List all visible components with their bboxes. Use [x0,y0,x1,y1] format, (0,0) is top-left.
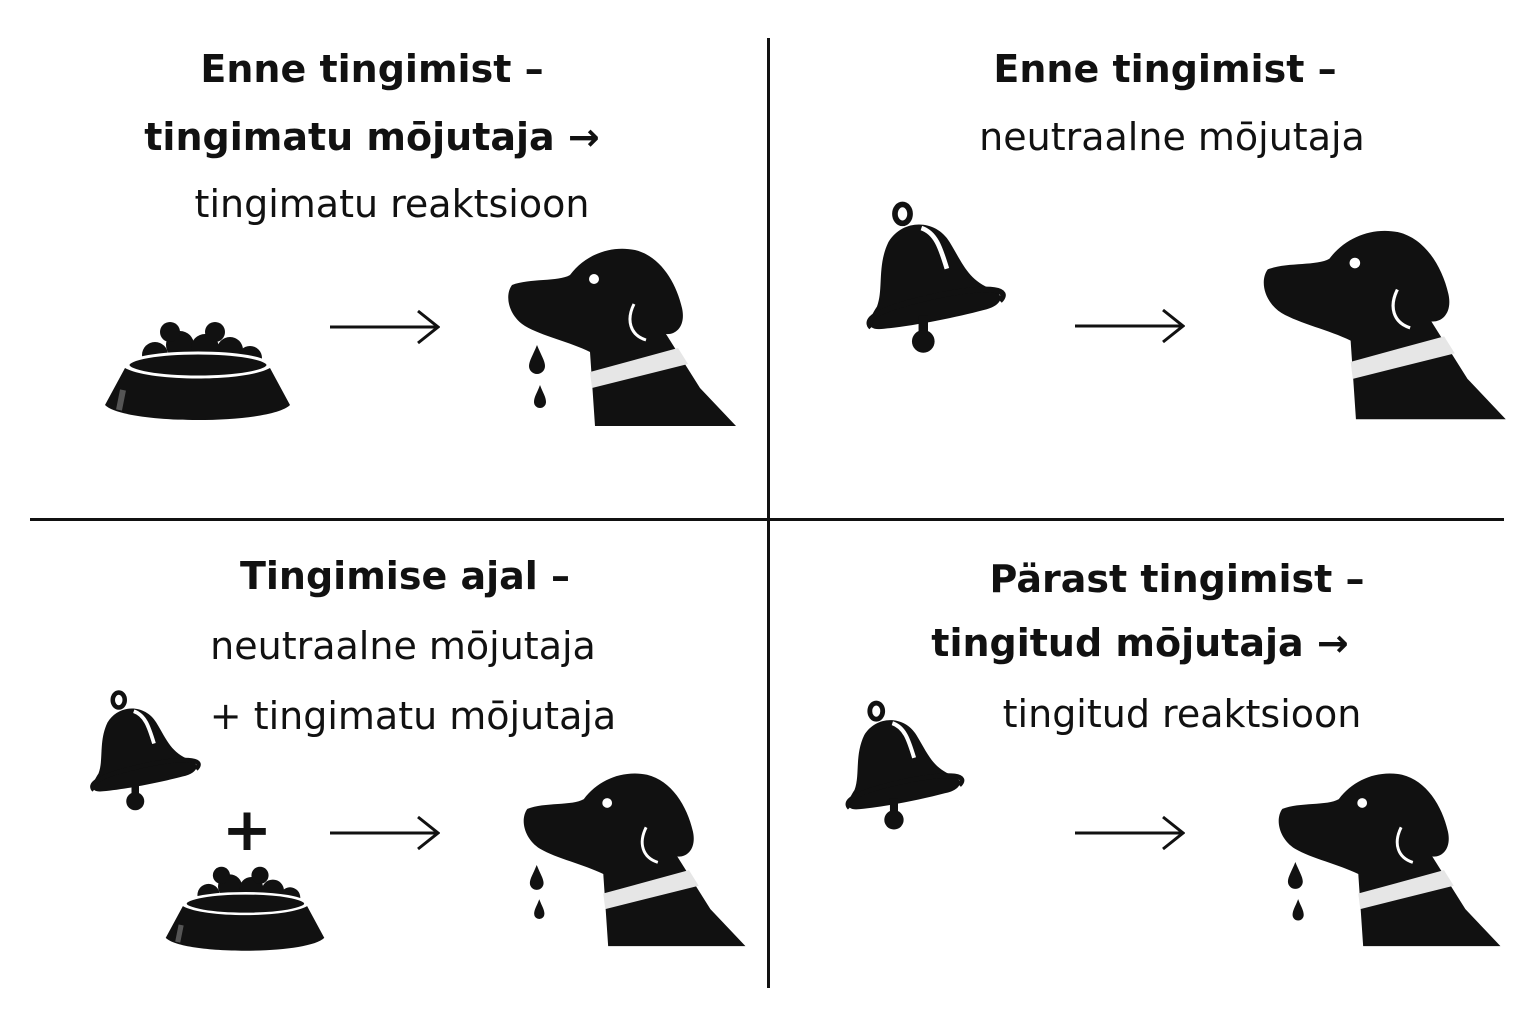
panel-line: tingimatu reaktsioon [194,182,590,226]
panel-title: Enne tingimist – [993,47,1337,91]
panel-title: Pärast tingimist – [989,557,1365,601]
food-bowl-icon [105,320,290,425]
panel-line: + tingimatu mōjutaja [209,694,617,738]
arrow-right-icon [330,813,440,853]
horizontal-divider [30,518,1504,521]
panel-line: tingitud reaktsioon [1002,692,1362,736]
arrow-right-icon [330,307,440,347]
arrow-right-icon [1075,813,1185,853]
arrow-right-icon [1075,306,1185,346]
drool-drops-icon [526,865,556,925]
panel-line: neutraalne mōjutaja [210,624,596,668]
plus-icon: + [221,795,273,865]
panel-line: tingimatu mōjutaja → [144,115,600,159]
drool-drops-icon [1285,862,1315,927]
dog-head-icon [1255,220,1510,425]
panel-line: neutraalne mōjutaja [979,115,1365,159]
panel-title: Tingimise ajal – [239,554,571,598]
panel-line: tingitud mōjutaja → [931,621,1349,665]
panel-title: Enne tingimist – [200,47,544,91]
drool-drops-icon [527,345,557,415]
bell-icon [860,195,1030,365]
bell-icon [85,685,220,820]
bell-icon [840,695,985,840]
vertical-divider [767,38,770,988]
food-bowl-icon [165,865,325,955]
